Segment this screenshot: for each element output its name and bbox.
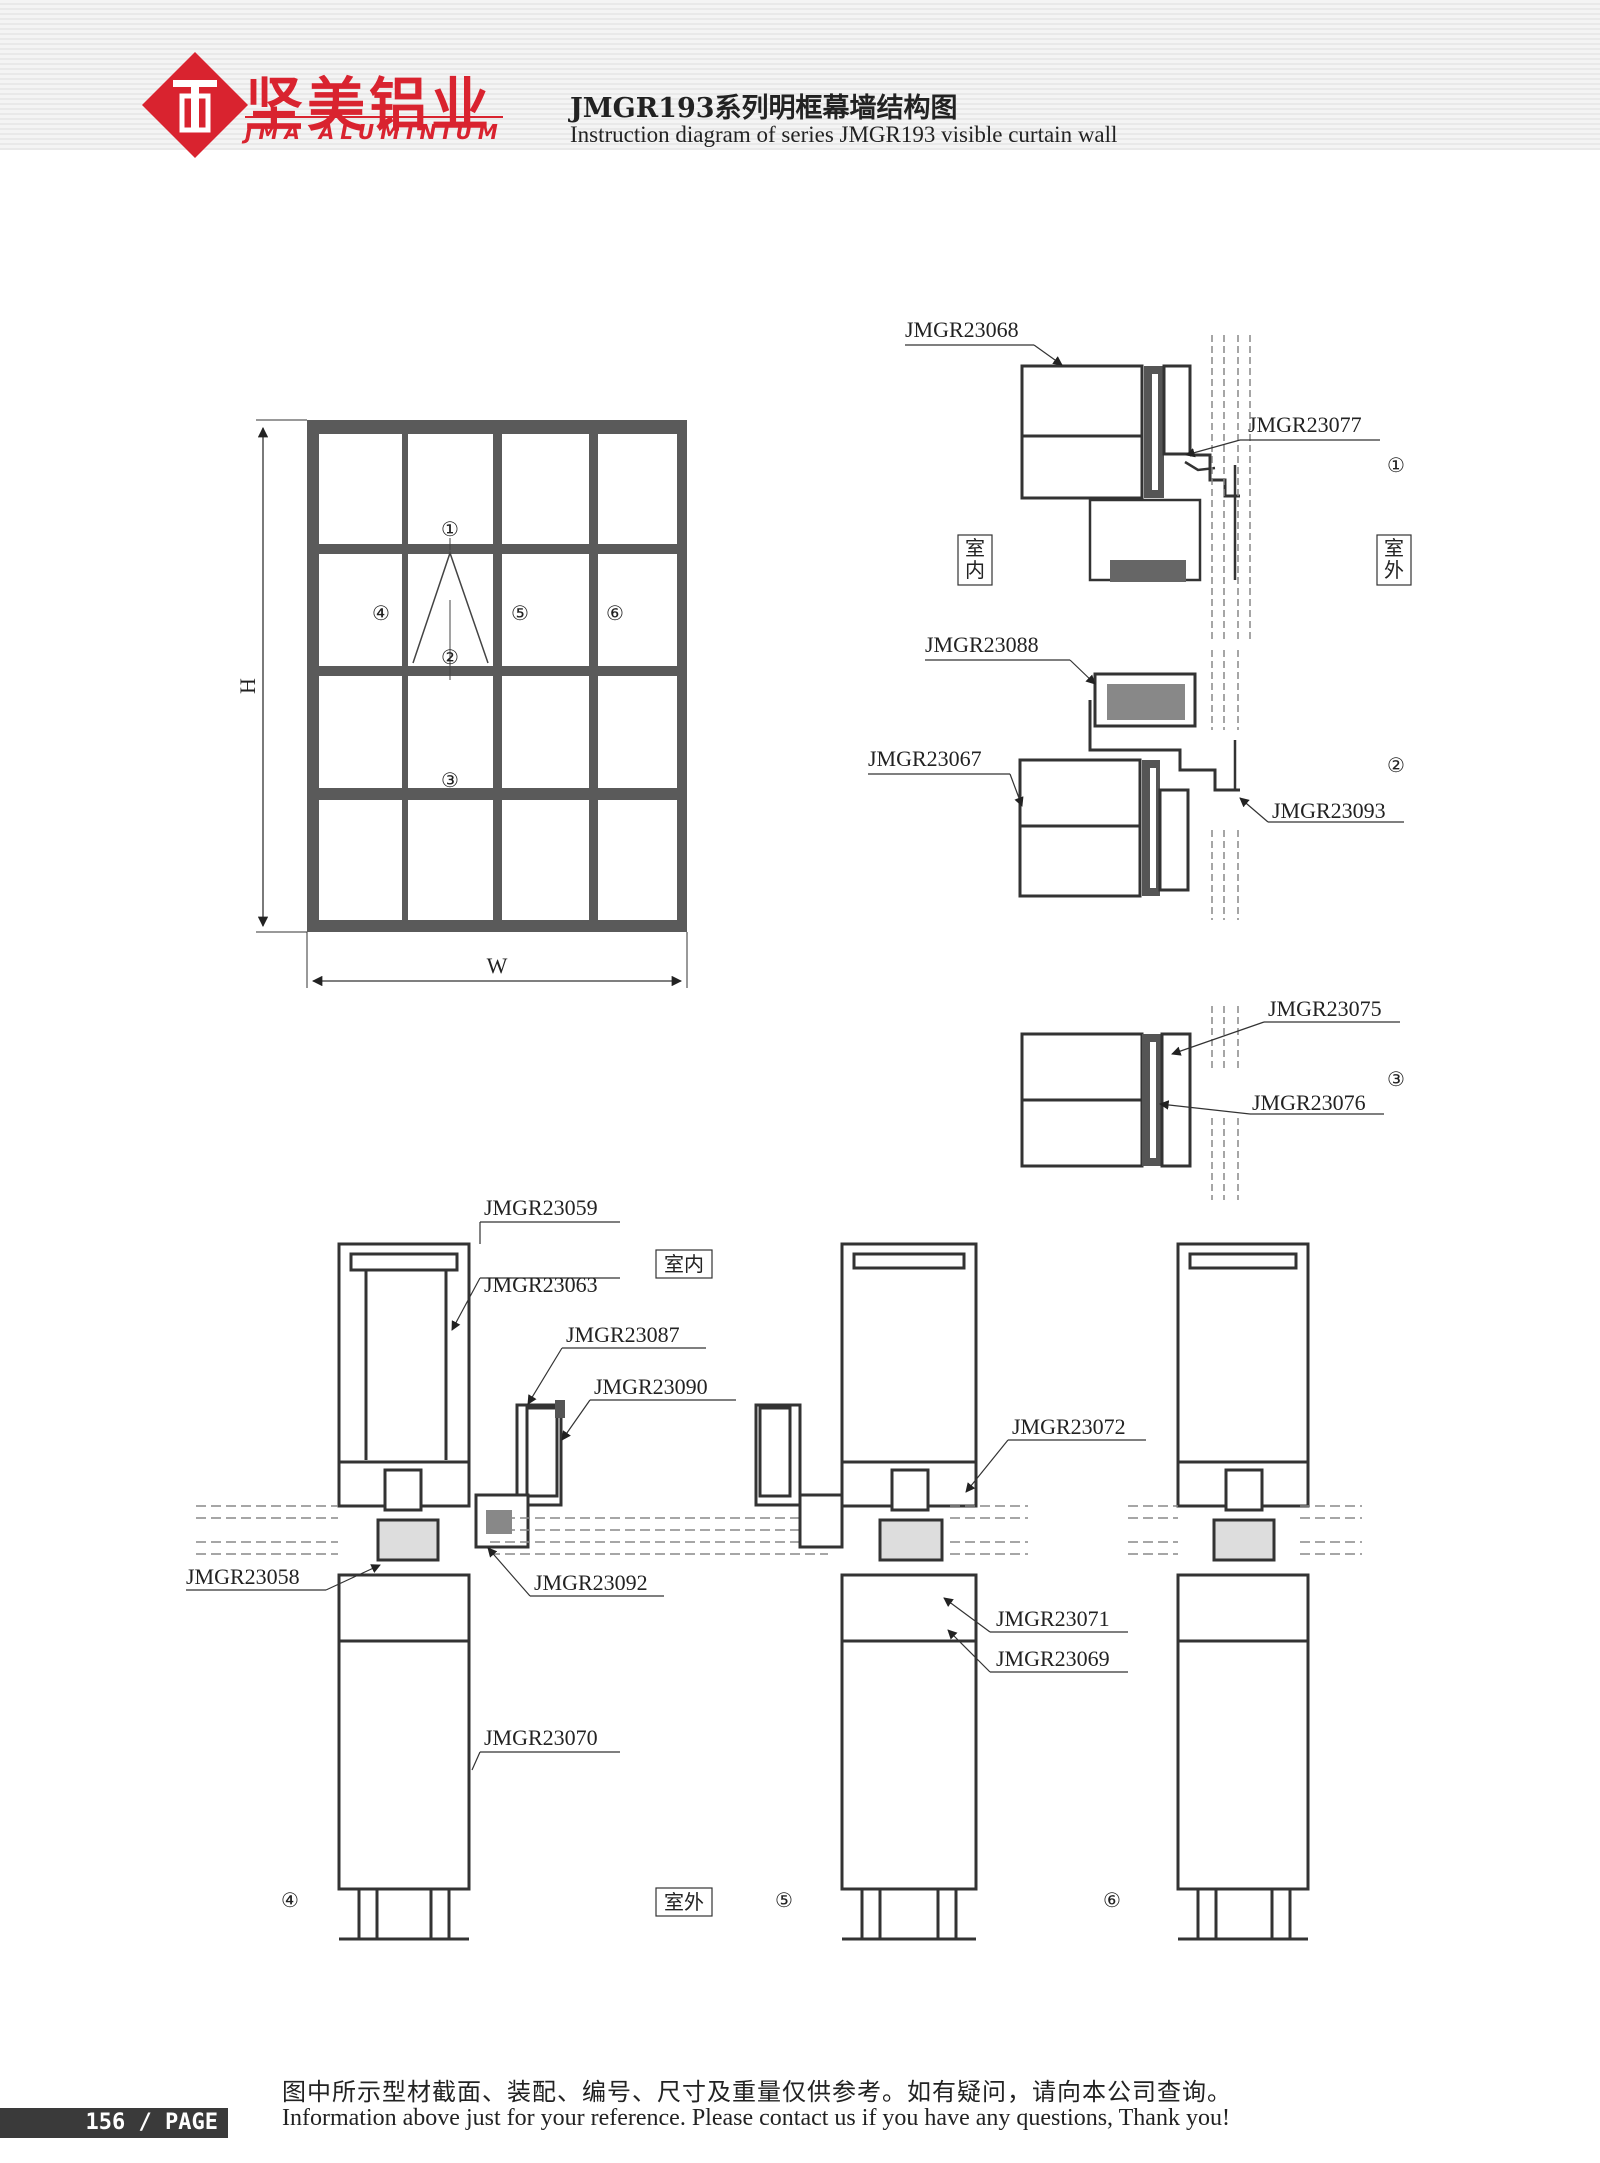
section-marker-5: ⑤ [775,1890,793,1912]
inside-label-1: 室内 [965,536,985,582]
inside-tag-box-4 [655,1249,713,1279]
footer-note-cn: 图中所示型材截面、装配、编号、尺寸及重量仅供参考。如有疑问，请向本公司查询。 [282,2078,1232,2106]
outside-label-1: 室外 [1384,536,1404,582]
part-label-23070: JMGR23070 [484,1725,598,1750]
section-1-profile [1020,364,1240,582]
part-label-23063: JMGR23063 [484,1272,598,1297]
part-label-23075: JMGR23075 [1268,996,1382,1021]
page-number-tag: 156 / PAGE [0,2108,228,2138]
elev-marker-2: ② [441,647,459,669]
brand-name-en: JMA ALUMINIUM [245,120,504,144]
section-2-profile [1018,672,1240,898]
part-label-23090: JMGR23090 [594,1374,708,1399]
elev-marker-3: ③ [441,770,459,792]
elev-marker-4: ④ [372,603,390,625]
section-3-profile [1020,1032,1192,1168]
outside-tag-box-1 [1376,534,1412,586]
part-label-23077: JMGR23077 [1248,412,1362,437]
section-6-profile [1176,1242,1310,1941]
footer-note-en: Information above just for your referenc… [282,2105,1230,2131]
inside-label-4: 室内 [664,1252,704,1276]
section-marker-6: ⑥ [1103,1890,1121,1912]
jma-logo-icon [142,52,248,158]
elevation-view [256,419,688,988]
page-title-en: Instruction diagram of series JMGR193 vi… [570,122,1118,147]
inside-tag-box-1 [957,534,993,586]
section-5-profile [754,1242,978,1941]
section-marker-3: ③ [1387,1069,1405,1091]
header-band [0,0,1600,150]
part-label-23058: JMGR23058 [186,1564,300,1589]
part-label-23071: JMGR23071 [996,1606,1110,1631]
height-label: H [235,678,260,694]
elev-marker-5: ⑤ [511,603,529,625]
section-5-glass [950,1505,1028,1555]
brand-name-cn: 坚美铝业 [245,71,494,139]
section-marker-2: ② [1387,755,1405,777]
page-title-cn: JMGR193系列明框幕墙结构图 [570,93,958,124]
part-label-23072: JMGR23072 [1012,1414,1126,1439]
section-3-glass [1211,1006,1239,1200]
part-label-23068: JMGR23068 [905,317,1019,342]
section-4-glass [196,1505,828,1555]
section-6-glass [1128,1505,1362,1555]
outside-label-4: 室外 [664,1890,704,1914]
part-label-23087: JMGR23087 [566,1322,680,1347]
section-4-profile [337,1242,565,1941]
part-label-23067: JMGR23067 [868,746,982,771]
part-label-23076: JMGR23076 [1252,1090,1366,1115]
section-marker-1: ① [1387,455,1405,477]
brand-rule [245,116,503,118]
part-label-23093: JMGR23093 [1272,798,1386,823]
part-label-23059: JMGR23059 [484,1195,598,1220]
part-label-23069: JMGR23069 [996,1646,1110,1671]
outside-tag-box-4 [655,1887,713,1917]
part-label-23088: JMGR23088 [925,632,1039,657]
section-1-glass [1211,335,1251,640]
elev-marker-1: ① [441,519,459,541]
section-marker-4: ④ [281,1890,299,1912]
elev-marker-6: ⑥ [606,603,624,625]
section-2-glass [1211,650,1239,920]
part-label-23092: JMGR23092 [534,1570,648,1595]
width-label: W [487,953,508,978]
